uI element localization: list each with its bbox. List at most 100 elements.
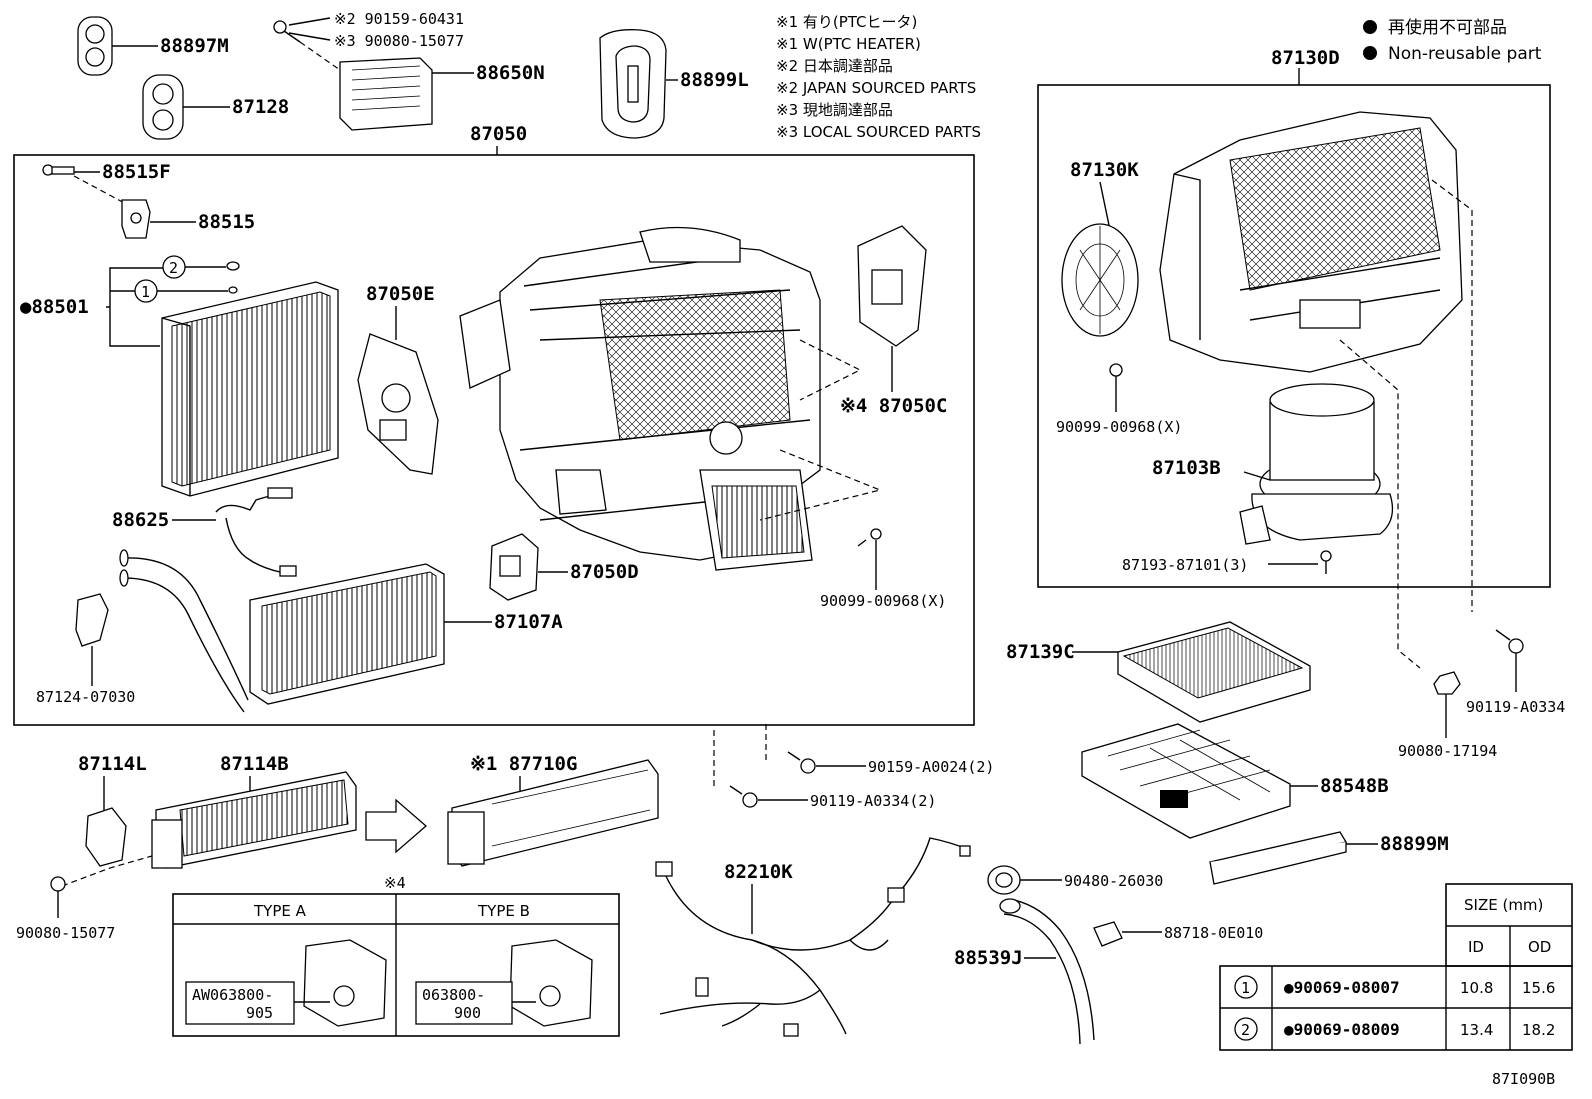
svg-text:※3 LOCAL SOURCED PARTS: ※3 LOCAL SOURCED PARTS — [776, 123, 981, 141]
grommet-88899l-drawing — [599, 29, 667, 139]
svg-text:2: 2 — [1241, 1021, 1250, 1039]
type-box-title: ※4 — [384, 874, 406, 892]
screw-87193-drawing — [1320, 550, 1332, 574]
grommet-87128-drawing — [142, 74, 184, 140]
hvac-housing-87050-drawing — [459, 226, 821, 571]
svg-text:1: 1 — [1241, 979, 1250, 997]
bolt-90080-15077-drawing — [50, 876, 66, 892]
part-label-87193: 87193-87101(3) — [1122, 556, 1248, 574]
ptc-heater-87710g-drawing — [447, 759, 659, 867]
seal-88899m-drawing — [1208, 831, 1348, 885]
drain-hose-88539j-drawing — [999, 898, 1095, 1045]
type-b-code-box — [415, 981, 513, 1025]
part-label-87050d: 87050D — [570, 561, 639, 583]
part-label-90080-15077: 90080-15077 — [16, 924, 115, 942]
part-label-87103b: 87103B — [1152, 457, 1221, 479]
blower-unit-frame — [1037, 84, 1551, 588]
size-table-col-od: OD — [1528, 938, 1551, 956]
screw-90099-main-drawing — [857, 528, 882, 547]
screw-note-local: ※3 90080-15077 — [334, 32, 464, 50]
svg-text:※2 JAPAN SOURCED PARTS: ※2 JAPAN SOURCED PARTS — [776, 79, 976, 97]
part-label-87107a: 87107A — [494, 611, 563, 633]
type-b-code-2: 900 — [454, 1004, 481, 1022]
blower-cover-87130k-drawing — [1061, 223, 1139, 337]
svg-text:2: 2 — [169, 259, 178, 277]
part-label-87114b: 87114B — [220, 753, 289, 775]
part-label-88548b: 88548B — [1320, 775, 1389, 797]
part-label-88539j: 88539J — [954, 947, 1023, 969]
size-table — [1219, 883, 1573, 1051]
screw-90159-drawing — [787, 751, 816, 774]
nut-90080-drawing — [1433, 671, 1461, 695]
part-label-88897m: 88897M — [160, 35, 229, 57]
actuator-87050d-drawing — [489, 533, 539, 601]
bracket-87114l-drawing — [85, 807, 127, 867]
part-label-88515: 88515 — [198, 211, 255, 233]
grommet-88897m-drawing — [77, 16, 113, 76]
part-label-88650n: 88650N — [476, 62, 545, 84]
part-label-87124: 87124-07030 — [36, 688, 135, 706]
part-label-87130k: 87130K — [1070, 159, 1139, 181]
part-label-90159: 90159-A0024(2) — [868, 758, 994, 776]
svg-text:10.8: 10.8 — [1460, 979, 1493, 997]
type-a-code-1: AW063800- — [192, 986, 273, 1004]
evaporator-drawing — [161, 281, 339, 497]
type-b-code-1: 063800- — [422, 986, 485, 1004]
part-label-90119-2: 90119-A0334(2) — [810, 792, 936, 810]
part-label-88899m: 88899M — [1380, 833, 1449, 855]
blower-housing-87130d-drawing — [1159, 111, 1463, 373]
actuator-87050c-drawing — [857, 225, 927, 347]
size-table-header: SIZE (mm) — [1464, 896, 1543, 914]
part-label-87050c: ※4 87050C — [840, 395, 947, 417]
ecu-bracket-88650n-drawing — [339, 57, 433, 131]
svg-text:●90069-08009: ●90069-08009 — [1284, 1020, 1400, 1039]
type-a-label: TYPE A — [253, 902, 307, 920]
svg-text:15.6: 15.6 — [1522, 979, 1555, 997]
part-label-88501: ●88501 — [20, 296, 89, 318]
notes-block: ※1 有り(PTCヒータ) ※1 W(PTC HEATER) ※2 日本調達部品… — [776, 13, 981, 141]
svg-text:18.2: 18.2 — [1522, 1021, 1555, 1039]
actuator-87050e-drawing — [357, 333, 439, 475]
svg-text:13.4: 13.4 — [1460, 1021, 1493, 1039]
svg-text:※2 日本調達部品: ※2 日本調達部品 — [776, 57, 893, 75]
screw-note-jp: ※2 90159-60431 — [334, 10, 464, 28]
table-row: 2 ●90069-08009 13.4 18.2 — [1234, 1017, 1555, 1041]
part-label-90080-17194: 90080-17194 — [1398, 742, 1497, 760]
blower-motor-87103b-drawing — [1239, 383, 1394, 545]
table-row: 1 ●90069-08007 10.8 15.6 — [1234, 975, 1555, 999]
part-label-87130d: 87130D — [1271, 47, 1340, 69]
svg-text:※3 現地調達部品: ※3 現地調達部品 — [776, 101, 893, 119]
part-label-82210k: 82210K — [724, 861, 793, 883]
legend-en: Non-reusable part — [1388, 44, 1542, 64]
type-a-actuator-drawing — [303, 939, 387, 1027]
legend-bullet-jp — [1363, 20, 1377, 34]
part-label-87050: 87050 — [470, 123, 527, 145]
filter-case-88548b-drawing — [1081, 723, 1291, 839]
clip-88718-drawing — [1093, 921, 1123, 947]
svg-text:●90069-08007: ●90069-08007 — [1284, 978, 1400, 997]
bolt-88515f-drawing — [42, 164, 75, 176]
grommet-90480-drawing — [987, 865, 1021, 895]
arrow-shape — [365, 798, 427, 854]
svg-text:※1 有り(PTCヒータ): ※1 有り(PTCヒータ) — [776, 13, 917, 31]
svg-text:※1 W(PTC HEATER): ※1 W(PTC HEATER) — [776, 35, 921, 53]
heater-core-87107a-drawing — [119, 549, 445, 713]
part-label-87050e: 87050E — [366, 283, 435, 305]
part-label-90099-blower: 90099-00968(X) — [1056, 418, 1182, 436]
size-table-col-id: ID — [1468, 938, 1484, 956]
expansion-valve-88515-drawing — [121, 199, 151, 239]
part-label-87139c: 87139C — [1006, 641, 1075, 663]
type-a-code-2: 905 — [246, 1004, 273, 1022]
callout-1: 1 — [134, 279, 158, 303]
cabin-filter-87139c-drawing — [1117, 621, 1311, 723]
legend-bullet-en — [1363, 46, 1377, 60]
part-label-88625: 88625 — [112, 509, 169, 531]
svg-text:1: 1 — [141, 283, 150, 301]
part-label-87114l: 87114L — [78, 753, 147, 775]
screw-90119-2-drawing — [729, 785, 758, 808]
part-label-90099-main: 90099-00968(X) — [820, 592, 946, 610]
part-label-90119-a0334: 90119-A0334 — [1466, 698, 1565, 716]
part-label-88515f: 88515F — [102, 161, 171, 183]
wire-harness-82210k-drawing — [655, 837, 971, 1037]
